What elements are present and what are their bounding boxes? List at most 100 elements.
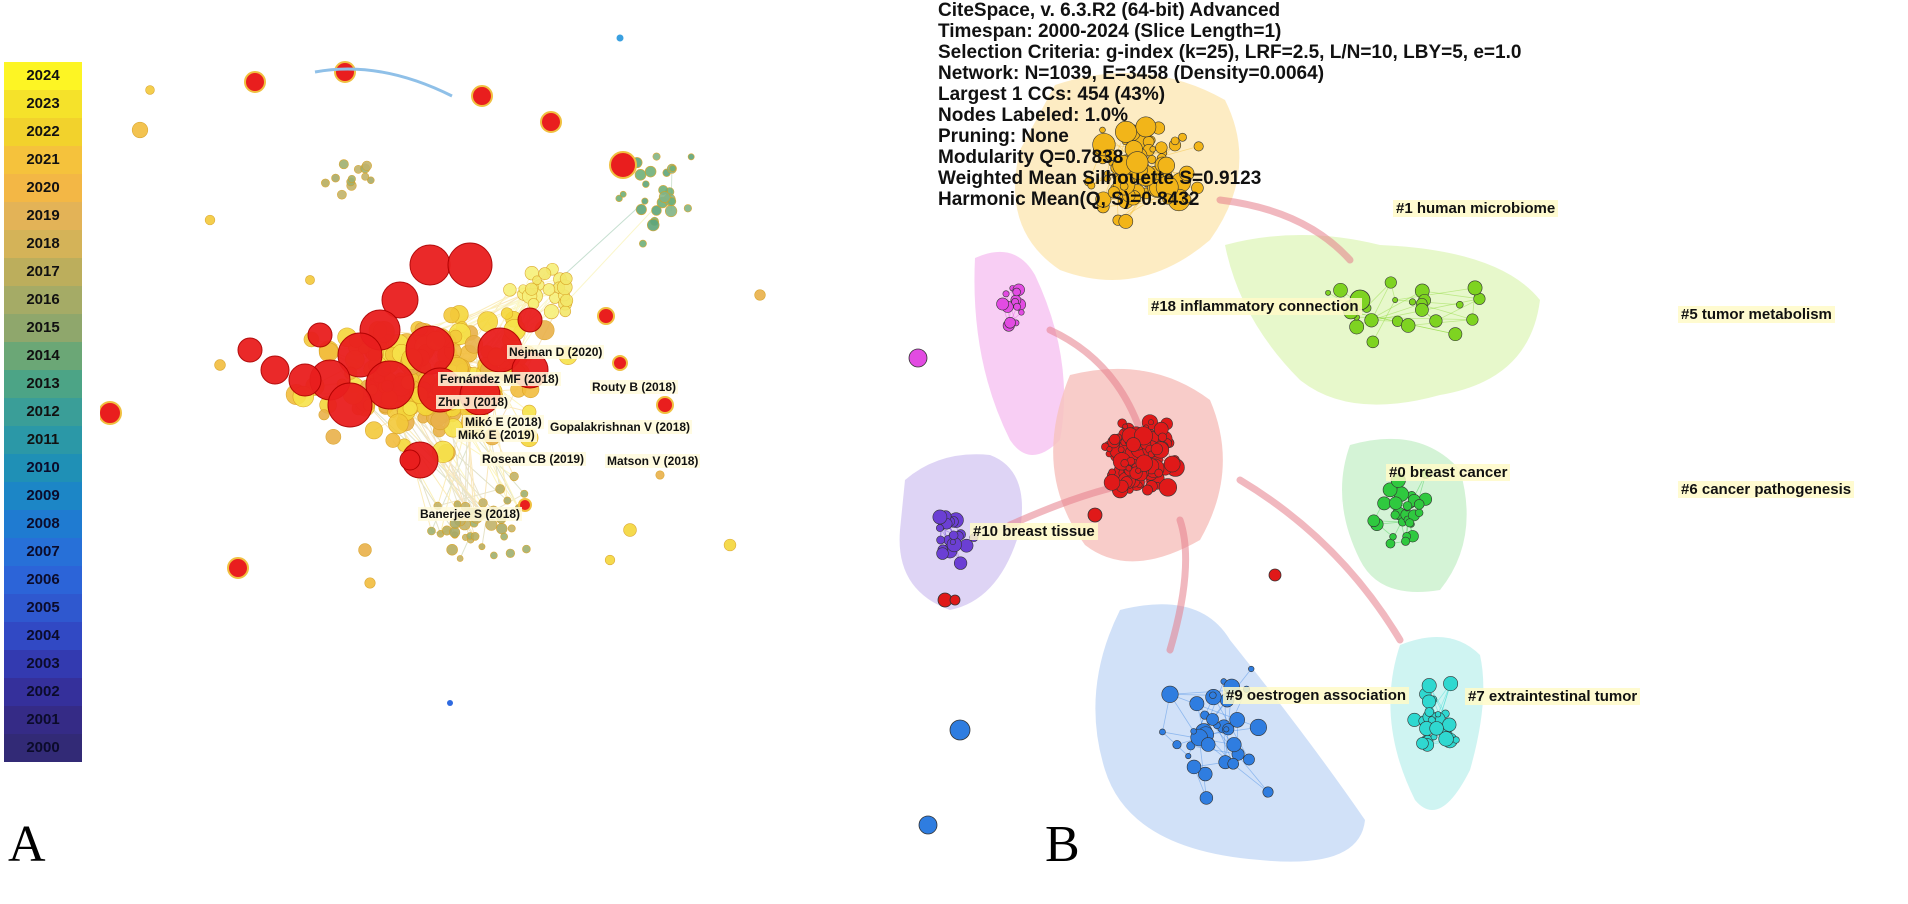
panel-a-node: [644, 165, 657, 178]
cluster-node: [1367, 514, 1380, 528]
cluster-edge: [1356, 282, 1392, 318]
ref-label: Mikó E (2019): [456, 428, 537, 442]
cluster-arrow: [1046, 326, 1144, 434]
panel-a-node: [347, 174, 356, 184]
panel-a-node: [364, 577, 376, 589]
cluster-edge: [1372, 299, 1396, 343]
cluster-node: [1392, 297, 1399, 303]
panel-a-link: [314, 67, 453, 98]
panel-a-node: [305, 275, 315, 285]
panel-a-highly-cited-node: [399, 449, 421, 471]
cluster-node: [1148, 419, 1154, 426]
panel-a-node: [337, 189, 347, 200]
cluster-node: [1443, 676, 1459, 692]
cluster-node: [1185, 753, 1192, 760]
ref-label: Routy B (2018): [590, 380, 679, 394]
cluster-node: [1191, 181, 1204, 195]
legend-year-2020: 2020: [4, 174, 82, 202]
info-line: Largest 1 CCs: 454 (43%): [938, 84, 1166, 105]
cluster-node: [1107, 186, 1121, 199]
cluster-edge: [1371, 282, 1392, 321]
panel-a-node: [658, 191, 671, 203]
cluster-node: [1452, 736, 1460, 744]
cluster-node: [1198, 766, 1213, 782]
panel-a-isolated-node: [540, 111, 562, 133]
legend-year-2003: 2003: [4, 650, 82, 678]
legend-year-2012: 2012: [4, 398, 82, 426]
cluster-node: [932, 509, 948, 525]
panel-b-cluster-map: [899, 73, 1540, 862]
panel-a-node: [478, 543, 486, 551]
panel-a-node: [532, 275, 542, 286]
cluster-arrow: [1236, 476, 1404, 644]
panel-a-edge: [404, 408, 508, 501]
panel-a-node: [364, 421, 383, 440]
panel-a-node: [214, 359, 226, 371]
cluster-node: [949, 594, 961, 606]
panel-a-node: [338, 159, 349, 170]
cluster-node: [1161, 685, 1179, 703]
panel-a-node: [655, 470, 665, 480]
panel-a-node: [318, 409, 330, 421]
panel-a-node: [447, 700, 453, 706]
panel-a-node: [616, 34, 624, 42]
cluster-node: [1456, 300, 1464, 309]
panel-label-a: A: [8, 816, 46, 873]
cluster-node: [1115, 120, 1137, 143]
cluster-node: [1414, 508, 1424, 517]
cluster-node: [1178, 132, 1187, 142]
panel-a-node: [754, 289, 766, 301]
panel-a-node: [470, 532, 480, 541]
cluster-node: [1415, 303, 1429, 317]
cluster-node: [1103, 474, 1121, 491]
cluster-node: [1401, 536, 1411, 546]
info-line: Selection Criteria: g-index (k=25), LRF=…: [938, 42, 1522, 63]
panel-a-node: [367, 176, 375, 185]
cluster-node: [1095, 191, 1112, 208]
legend-year-2007: 2007: [4, 538, 82, 566]
panel-a-highly-cited-node: [237, 337, 263, 363]
panel-a-node: [358, 543, 372, 557]
cluster-node: [1125, 465, 1132, 472]
cluster-node: [1004, 317, 1016, 329]
panel-a-isolated-node: [100, 401, 122, 425]
cluster-node: [1199, 791, 1214, 805]
ref-label: Zhu J (2018): [436, 395, 511, 409]
panel-a-highly-cited-node: [260, 355, 290, 385]
cluster-node: [1122, 423, 1129, 430]
panel-a-node: [145, 85, 155, 95]
cluster-node: [996, 297, 1009, 311]
info-line: Pruning: None: [938, 126, 1069, 147]
cluster-node: [1157, 156, 1176, 175]
ref-label: Gopalakrishnan V (2018): [548, 420, 693, 434]
cluster-node: [1384, 276, 1397, 289]
ref-label: Banerjee S (2018): [418, 507, 523, 521]
info-line: Weighted Mean Silhouette S=0.9123: [938, 168, 1262, 189]
cluster-node: [1126, 151, 1149, 174]
panel-a-node: [641, 197, 649, 205]
cluster-node: [1135, 454, 1153, 472]
panel-a-node: [723, 538, 737, 552]
legend-year-2005: 2005: [4, 594, 82, 622]
cluster-node: [1466, 313, 1479, 326]
cluster-label: #9 oestrogen association: [1223, 687, 1410, 704]
legend-year-2024: 2024: [4, 62, 82, 90]
cluster-hull: [1225, 235, 1540, 405]
panel-a-highly-cited-node: [288, 363, 322, 397]
panel-a-highly-cited-node: [381, 281, 419, 319]
cluster-node: [936, 535, 945, 545]
cluster-node: [1421, 678, 1437, 694]
cluster-node: [1226, 737, 1242, 753]
cluster-node: [1099, 126, 1106, 134]
cluster-edge: [1422, 290, 1480, 300]
cluster-node: [1159, 728, 1166, 736]
cluster-node: [1325, 289, 1331, 296]
cluster-node: [1186, 741, 1196, 751]
legend-year-2019: 2019: [4, 202, 82, 230]
cluster-node: [1142, 484, 1153, 496]
cluster-nodes: [1084, 116, 1204, 229]
panel-a-node: [385, 432, 401, 448]
cluster-node: [1390, 510, 1400, 520]
cluster-node: [949, 538, 956, 546]
cluster-node: [1442, 717, 1457, 732]
